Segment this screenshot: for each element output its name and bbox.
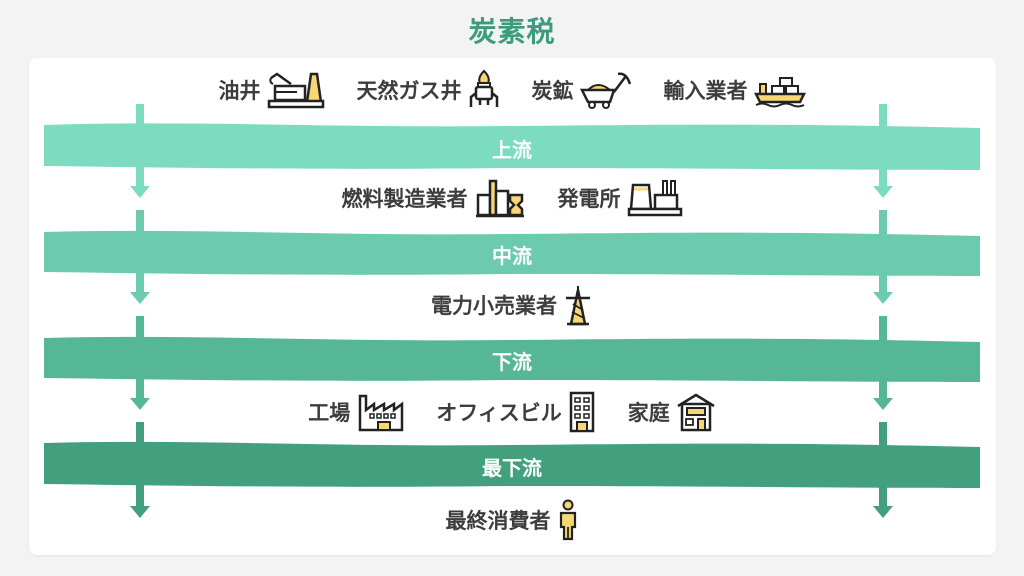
- stage-label-midstream: 中流: [492, 244, 532, 268]
- entity-label: 工場: [308, 401, 351, 425]
- entity-household: 家庭: [628, 392, 716, 432]
- entity-label: 油井: [218, 79, 261, 103]
- cargo-ship-icon: [753, 77, 806, 108]
- entity-coal-mine: 炭鉱: [532, 70, 632, 110]
- entity-gas-well: 天然ガス井: [357, 69, 500, 111]
- right-arrows: [873, 104, 893, 518]
- entity-factory: 工場: [308, 392, 404, 432]
- entity-label: 天然ガス井: [356, 79, 462, 103]
- coal-mine-icon: [579, 72, 631, 109]
- row-retailer-entities: 電力小売業者: [0, 284, 1024, 326]
- entity-end-consumer: 最終消費者: [446, 499, 579, 541]
- entity-power-plant: 発電所: [558, 177, 683, 219]
- entity-fuel-manufacturer: 燃料製造業者: [342, 177, 526, 219]
- person-icon: [559, 499, 576, 541]
- row-upstream-entities: 油井 天然ガス井 炭鉱: [0, 69, 1024, 111]
- entity-label: 電力小売業者: [431, 294, 557, 318]
- row-consumer-entities: 最終消費者: [0, 499, 1024, 541]
- refinery-icon: [475, 179, 524, 218]
- band-downstream: [44, 336, 980, 382]
- entity-importer: 輸入業者: [664, 72, 806, 108]
- row-facility-entities: 工場 オフィスビル 家庭: [0, 391, 1024, 433]
- entity-label: 輸入業者: [663, 79, 748, 103]
- band-midstream: [44, 230, 980, 276]
- gas-well-icon: [469, 69, 498, 107]
- entity-label: 家庭: [627, 401, 670, 425]
- row-midstream-entities: 燃料製造業者 発電所: [0, 178, 1024, 218]
- entity-office-building: オフィスビル: [436, 391, 596, 433]
- diagram-title: 炭素税: [468, 15, 556, 48]
- stage-label-downstream: 下流: [492, 350, 532, 374]
- power-plant-icon: [627, 180, 682, 217]
- entity-electricity-retailer: 電力小売業者: [431, 284, 593, 326]
- oil-well-icon: [267, 72, 324, 109]
- band-most-downstream: [44, 441, 980, 488]
- entity-label: オフィスビル: [436, 401, 562, 425]
- entity-oil-well: 油井: [219, 70, 325, 110]
- left-arrows: [130, 104, 150, 518]
- transmission-tower-icon: [566, 286, 590, 326]
- entity-label: 最終消費者: [445, 509, 551, 533]
- stage-label-most-downstream: 最下流: [482, 456, 542, 480]
- office-building-icon: [569, 391, 595, 433]
- entity-label: 発電所: [557, 187, 621, 211]
- entity-label: 炭鉱: [531, 79, 574, 103]
- entity-label: 燃料製造業者: [341, 187, 468, 211]
- stage-label-upstream: 上流: [492, 138, 532, 162]
- house-icon: [677, 393, 715, 432]
- band-upstream: [44, 123, 980, 170]
- factory-icon: [358, 394, 404, 432]
